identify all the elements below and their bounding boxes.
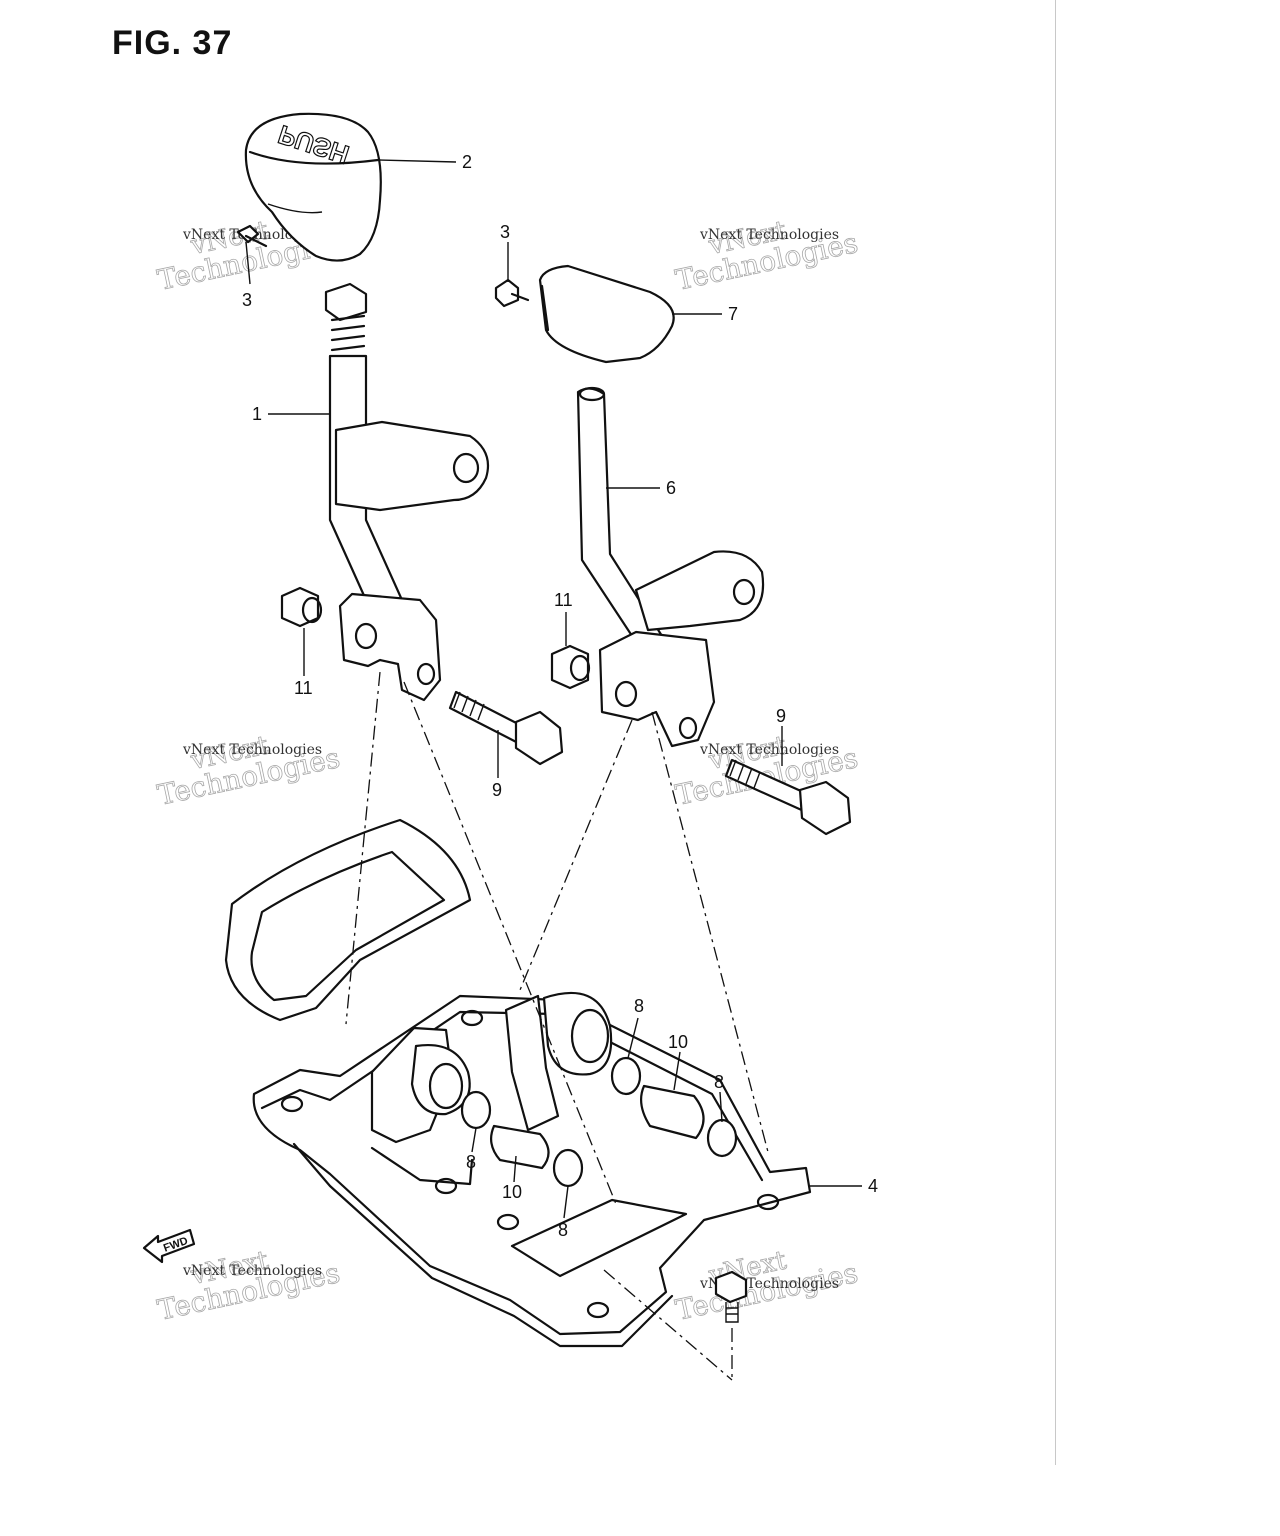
part-label-4: 4 xyxy=(868,1176,878,1196)
bushing-10b xyxy=(639,1084,705,1140)
part-label-10-right: 10 xyxy=(668,1032,688,1052)
washer-8a xyxy=(460,1090,492,1130)
page-divider xyxy=(1055,0,1056,1465)
watermark-small: vNext Technologies xyxy=(699,227,839,243)
part-label-3-right: 3 xyxy=(500,222,510,242)
lever-cap-part xyxy=(538,264,675,364)
part-label-7: 7 xyxy=(728,304,738,324)
part-label-6: 6 xyxy=(666,478,676,498)
washer-8c xyxy=(610,1056,642,1096)
figure-title: FIG. 37 xyxy=(112,24,233,62)
screw-part-right xyxy=(494,278,530,308)
part-label-3-left: 3 xyxy=(242,290,252,310)
assembly-lines xyxy=(345,671,769,1382)
leader-lines xyxy=(245,159,862,1219)
nut-part-right xyxy=(550,644,591,690)
bushings-and-washers xyxy=(460,1056,738,1188)
select-lever-part xyxy=(576,386,765,748)
part-label-11-left: 11 xyxy=(294,678,313,698)
shift-knob-part: PUSH xyxy=(244,112,382,262)
watermark-small: vNext Technologies xyxy=(182,1263,322,1279)
part-label-8-right: 8 xyxy=(714,1072,724,1092)
bolt-part-left xyxy=(448,690,564,766)
part-label-2: 2 xyxy=(462,152,472,172)
part-label-8-top: 8 xyxy=(634,996,644,1016)
bolt-part-right xyxy=(724,758,852,836)
washer-8b xyxy=(552,1148,584,1188)
watermark-small: vNext Technologies xyxy=(182,742,322,758)
shift-lever-part xyxy=(324,282,490,702)
forward-direction-marker: FWD xyxy=(142,1228,196,1264)
part-labels: 2 3 3 7 1 6 11 11 9 9 4 8 10 8 8 10 8 xyxy=(242,152,878,1240)
part-label-9-left: 9 xyxy=(492,780,502,800)
watermark-small: vNext Technologies xyxy=(699,742,839,758)
part-label-8-bottom: 8 xyxy=(558,1220,568,1240)
part-label-9-right: 9 xyxy=(776,706,786,726)
washer-8d xyxy=(706,1118,738,1158)
screw-part-left xyxy=(236,224,268,248)
nut-part-left xyxy=(280,586,323,628)
bottom-bolt-part xyxy=(714,1270,748,1323)
part-label-11-right: 11 xyxy=(554,590,573,610)
part-label-8-left: 8 xyxy=(466,1152,476,1172)
part-label-1: 1 xyxy=(252,404,262,424)
part-label-10-left: 10 xyxy=(502,1182,522,1202)
bushing-10a xyxy=(489,1124,550,1170)
